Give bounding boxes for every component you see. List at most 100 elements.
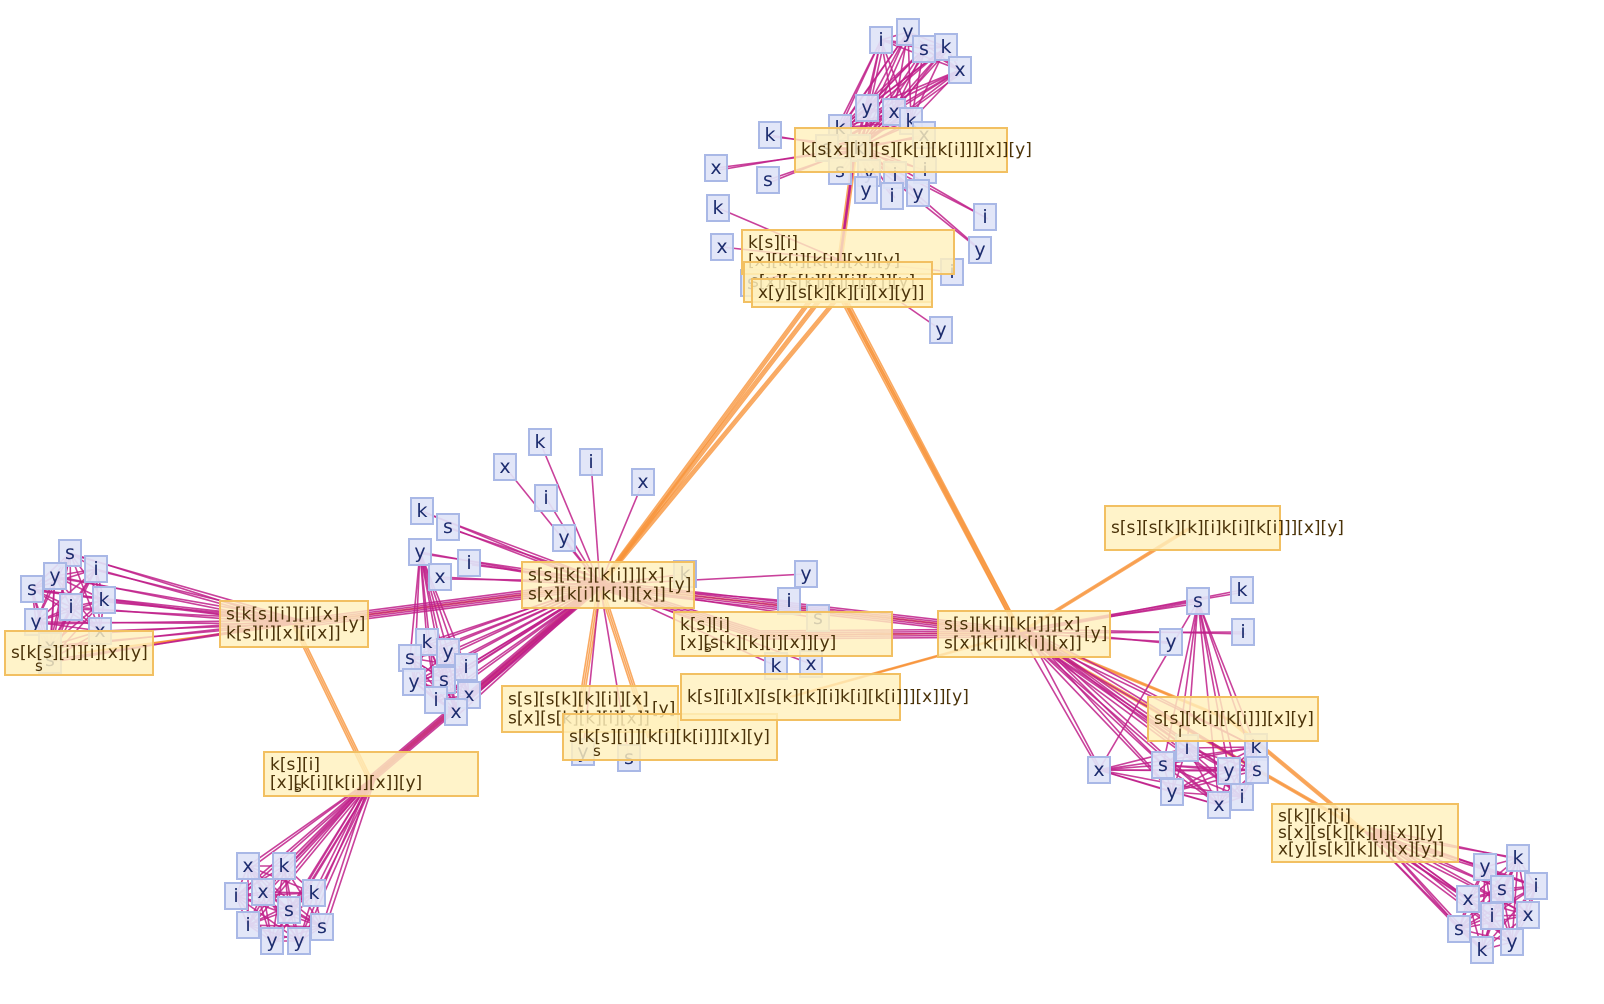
- leaf-node-i[interactable]: i: [869, 26, 893, 54]
- leaf-node-i[interactable]: i: [454, 653, 478, 681]
- leaf-node-s[interactable]: s: [310, 913, 334, 941]
- leaf-node-i[interactable]: i: [1524, 872, 1548, 900]
- expression-node-right1[interactable]: s[s][k[i][k[i]]][x]s[x][k[i][k[i]][x]][y…: [937, 610, 1111, 658]
- leaf-node-y[interactable]: y: [854, 176, 878, 204]
- leaf-node-y[interactable]: y: [402, 668, 426, 696]
- leaf-node-i[interactable]: i: [236, 911, 260, 939]
- leaf-label: y: [408, 671, 419, 693]
- leaf-node-i[interactable]: i: [1231, 618, 1255, 646]
- leaf-node-x[interactable]: x: [1456, 885, 1480, 913]
- leaf-node-s[interactable]: s: [1186, 587, 1210, 615]
- leaf-node-i[interactable]: i: [424, 686, 448, 714]
- leaf-node-y[interactable]: y: [552, 524, 576, 552]
- expression-sub: s: [593, 742, 601, 760]
- leaf-node-y[interactable]: y: [929, 316, 953, 344]
- leaf-node-k[interactable]: k: [1230, 576, 1254, 604]
- leaf-node-y[interactable]: y: [794, 560, 818, 588]
- leaf-node-k[interactable]: k: [1506, 844, 1530, 872]
- expression-label: s[s][s[k][k][i]][x]: [508, 690, 649, 710]
- leaf-node-x[interactable]: x: [1087, 756, 1111, 784]
- leaf-node-i[interactable]: i: [579, 448, 603, 476]
- eval-edge: [837, 294, 1019, 634]
- expression-node-center2[interactable]: k[s][i][x][s[k][k][i][x]][y]s: [673, 611, 893, 657]
- leaf-node-s[interactable]: s: [756, 166, 780, 194]
- leaf-node-s[interactable]: s: [277, 896, 301, 924]
- leaf-node-x[interactable]: x: [251, 878, 275, 906]
- leaf-label: i: [245, 914, 250, 936]
- leaf-node-x[interactable]: x: [710, 233, 734, 261]
- leaf-node-y[interactable]: y: [43, 562, 67, 590]
- expression-node-right2[interactable]: s[s][s[k][k][i]k[i][k[i]]][x][y]: [1104, 505, 1344, 551]
- leaf-node-y[interactable]: y: [1217, 757, 1241, 785]
- leaf-node-y[interactable]: y: [260, 927, 284, 955]
- leaf-node-y[interactable]: y: [24, 608, 48, 636]
- leaf-node-y[interactable]: y: [1159, 628, 1183, 656]
- leaf-node-k[interactable]: k: [272, 852, 296, 880]
- leaf-node-i[interactable]: i: [224, 882, 248, 910]
- leaf-box: [310, 913, 334, 941]
- expression-node-left2[interactable]: s[k[s][i]][i][x][y]s: [4, 630, 154, 676]
- expression-node-center5[interactable]: k[s][i][x][s[k][k][i]k[i][k[i]]][x]][y]: [680, 673, 969, 721]
- expression-node-center1[interactable]: s[s][k[i][k[i]]][x]s[x][k[i][k[i]][x]][y…: [521, 561, 695, 609]
- leaf-node-x[interactable]: x: [631, 468, 655, 496]
- leaf-node-x[interactable]: x: [1516, 901, 1540, 929]
- leaf-node-k[interactable]: k: [934, 33, 958, 61]
- leaf-node-i[interactable]: i: [1480, 902, 1504, 930]
- leaf-box: [1217, 757, 1241, 785]
- leaf-node-x[interactable]: x: [493, 453, 517, 481]
- leaf-node-s[interactable]: s: [436, 513, 460, 541]
- leaf-node-i[interactable]: i: [457, 549, 481, 577]
- expression-node-left1[interactable]: s[k[s][i]][i][x]k[s][i][x][i[x]][y]: [219, 600, 369, 648]
- leaf-node-x[interactable]: x: [1207, 791, 1231, 819]
- rule-edge: [1171, 769, 1258, 793]
- leaf-label: s: [439, 669, 449, 691]
- leaf-node-k[interactable]: k: [92, 586, 116, 614]
- leaf-node-y[interactable]: y: [408, 538, 432, 566]
- leaf-node-y[interactable]: y: [1500, 928, 1524, 956]
- leaf-node-i[interactable]: i: [973, 203, 997, 231]
- leaf-node-y[interactable]: y: [1473, 853, 1497, 881]
- leaf-node-k[interactable]: k: [528, 428, 552, 456]
- leaf-node-x[interactable]: x: [444, 698, 468, 726]
- leaf-node-i[interactable]: i: [880, 182, 904, 210]
- leaf-node-y[interactable]: y: [968, 236, 992, 264]
- expression-node-top4[interactable]: x[y][s[k][k][i][x][y]]: [751, 278, 933, 308]
- expression-node-bottom1[interactable]: k[s][i][x][k[i][k[i]][x]][y]s: [263, 751, 479, 797]
- expression-box: [794, 127, 1008, 173]
- leaf-node-s[interactable]: s: [1245, 756, 1269, 784]
- leaf-node-y[interactable]: y: [287, 927, 311, 955]
- leaf-label: k: [534, 431, 545, 453]
- leaf-label: x: [434, 566, 445, 588]
- leaf-node-s[interactable]: s: [1151, 751, 1175, 779]
- leaf-node-k[interactable]: k: [706, 194, 730, 222]
- leaf-node-y[interactable]: y: [906, 179, 930, 207]
- leaf-node-y[interactable]: y: [1160, 778, 1184, 806]
- leaf-node-i[interactable]: i: [534, 484, 558, 512]
- expression-node-right3[interactable]: s[s][k[i][k[i]]][x][y]i: [1147, 696, 1319, 742]
- leaf-node-y[interactable]: y: [855, 94, 879, 122]
- leaf-node-s[interactable]: s: [398, 644, 422, 672]
- leaf-node-y[interactable]: y: [436, 638, 460, 666]
- leaf-box: [408, 538, 432, 566]
- leaf-node-x[interactable]: x: [428, 563, 452, 591]
- leaf-node-k[interactable]: k: [302, 879, 326, 907]
- expression-node-top1[interactable]: k[s[x][i]][s][k[i][k[i]]][x]][y]: [794, 127, 1032, 173]
- leaf-node-i[interactable]: i: [777, 587, 801, 615]
- expression-node-center4[interactable]: s[k[s][i]][k[i][k[i]]][x][y]s: [562, 713, 778, 761]
- expression-node-right4[interactable]: s[k][k][i]s[x][s[k][k][i][x]][y]x[y][s[k…: [1271, 803, 1459, 863]
- leaf-node-x[interactable]: x: [704, 154, 728, 182]
- leaf-node-x[interactable]: x: [948, 56, 972, 84]
- leaf-node-s[interactable]: s: [912, 35, 936, 63]
- leaf-node-s[interactable]: s: [1490, 875, 1514, 903]
- leaf-node-i[interactable]: i: [84, 555, 108, 583]
- leaf-node-k[interactable]: k: [1470, 936, 1494, 964]
- leaf-node-s[interactable]: s: [20, 575, 44, 603]
- leaf-node-i[interactable]: i: [1230, 783, 1254, 811]
- leaf-node-k[interactable]: k: [758, 121, 782, 149]
- leaf-node-s[interactable]: s: [58, 539, 82, 567]
- leaf-node-k[interactable]: k: [410, 497, 434, 525]
- leaf-label: k: [1250, 736, 1261, 758]
- leaf-node-x[interactable]: x: [236, 852, 260, 880]
- leaf-node-s[interactable]: s: [1447, 915, 1471, 943]
- leaf-node-i[interactable]: i: [59, 593, 83, 621]
